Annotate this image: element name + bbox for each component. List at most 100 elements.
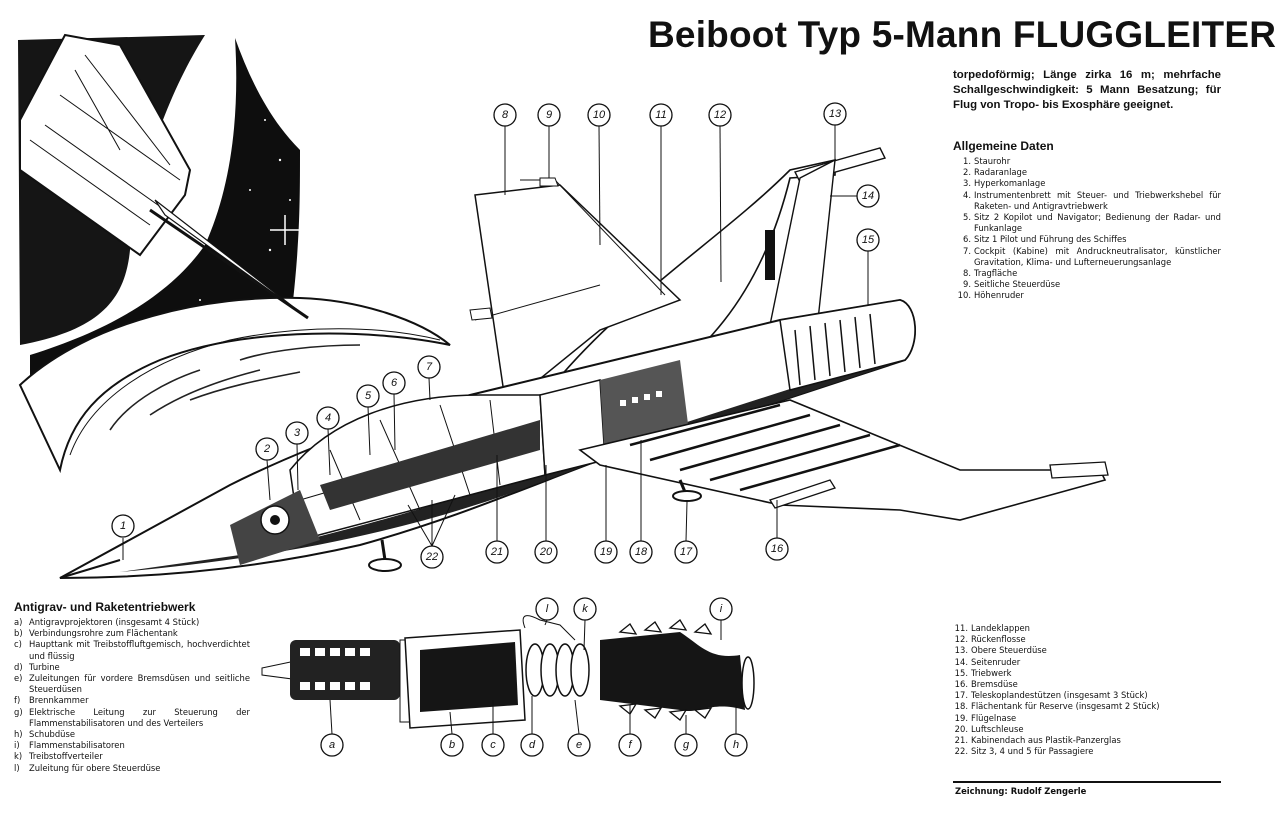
callout-16: 16	[765, 500, 789, 561]
callout-11: 11	[649, 103, 673, 295]
svg-text:f: f	[628, 739, 632, 751]
general-data-section: Allgemeine Daten 1.Staurohr 2.Radaranlag…	[953, 139, 1221, 302]
svg-text:h: h	[733, 739, 739, 751]
svg-text:3: 3	[294, 427, 301, 439]
divider-rule	[953, 781, 1221, 783]
engine-cutaway	[261, 615, 755, 729]
callout-f: f	[618, 705, 642, 757]
list-item: f)Brennkammer	[14, 695, 89, 706]
callout-a: a	[320, 699, 344, 757]
svg-text:2: 2	[263, 443, 270, 455]
svg-text:e: e	[576, 739, 582, 751]
list-item: 20.Luftschleuse	[954, 723, 1024, 734]
list-item: e)Zuleitungen für vordere Bremsdüsen und…	[14, 673, 250, 695]
mothership-hangar	[19, 33, 309, 320]
list-item: 13.Obere Steuerdüse	[954, 645, 1047, 656]
spacecraft-fuselage	[59, 147, 917, 579]
list-item: b)Verbindungsrohre zum Flächentank	[14, 628, 178, 639]
list-item: 12.Rückenflosse	[954, 634, 1026, 645]
list-item: 16.Bremsdüse	[954, 679, 1018, 690]
list-item: 4.Instrumentenbrett mit Steuer- und Trie…	[963, 189, 1221, 211]
list-item: 17.Teleskoplandestützen (insgesamt 3 Stü…	[954, 690, 1148, 701]
list-item: k)Treibstoffverteiler	[14, 751, 103, 762]
svg-text:l: l	[546, 603, 549, 615]
callout-15: 15	[856, 228, 880, 305]
engine-callouts: a b c d e f g h i k l	[320, 597, 748, 757]
callout-i: i	[709, 597, 733, 640]
svg-text:11: 11	[655, 109, 666, 121]
callout-7: 7	[417, 355, 441, 401]
callout-17: 17	[674, 501, 698, 564]
landing-gear	[368, 479, 702, 572]
list-item: 7.Cockpit (Kabine) mit Andruckneutralisa…	[963, 245, 1221, 267]
list-item: 15.Triebwerk	[954, 667, 1012, 678]
svg-text:b: b	[449, 739, 455, 751]
svg-text:13: 13	[829, 108, 842, 120]
svg-text:18: 18	[635, 546, 648, 558]
svg-text:22: 22	[425, 551, 438, 563]
list-item: c)Haupttank mit Treibstoffluftgemisch, h…	[14, 639, 250, 661]
list-item: 14.Seitenruder	[954, 656, 1021, 667]
svg-text:i: i	[720, 603, 723, 615]
callout-b: b	[440, 711, 464, 757]
callout-4: 4	[316, 406, 340, 476]
list-item: 21.Kabinendach aus Plastik-Panzerglas	[954, 735, 1121, 746]
callout-13: 13	[823, 102, 847, 160]
svg-text:12: 12	[714, 109, 726, 121]
list-item: 19.Flügelnase	[954, 712, 1017, 723]
svg-text:16: 16	[771, 543, 784, 555]
callout-14: 14	[830, 184, 880, 208]
callout-5: 5	[356, 384, 380, 456]
callout-h: h	[724, 705, 748, 757]
callout-6: 6	[382, 371, 406, 451]
svg-text:k: k	[582, 603, 588, 615]
callout-8: 8	[493, 103, 517, 195]
svg-text:9: 9	[546, 109, 552, 121]
callout-18: 18	[629, 440, 653, 564]
list-item: 9.Seitliche Steuerdüse	[963, 279, 1061, 290]
list-item: 3.Hyperkomanlage	[963, 178, 1046, 189]
svg-text:14: 14	[862, 190, 874, 202]
list-item: 6.Sitz 1 Pilot und Führung des Schiffes	[963, 234, 1127, 245]
list-item: 1.Staurohr	[963, 156, 1011, 166]
list-item: h)Schubdüse	[14, 729, 75, 740]
list-item: i)Flammenstabilisatoren	[14, 740, 125, 751]
svg-text:8: 8	[502, 109, 509, 121]
svg-text:19: 19	[600, 546, 612, 558]
callout-k: k	[573, 597, 597, 651]
svg-text:20: 20	[539, 546, 553, 558]
callout-9: 9	[537, 103, 561, 178]
list-item: 18.Flächentank für Reserve (insgesamt 2 …	[954, 701, 1160, 712]
callout-10: 10	[587, 103, 611, 246]
list-item: 11.Landeklappen	[954, 623, 1030, 633]
svg-text:a: a	[329, 739, 335, 751]
callout-21: 21	[485, 455, 509, 564]
callout-3: 3	[285, 421, 309, 491]
callout-2: 2	[255, 437, 279, 501]
callout-d: d	[520, 696, 544, 757]
callout-12: 12	[708, 103, 732, 283]
svg-text:g: g	[683, 739, 690, 751]
page-title: Beiboot Typ 5-Mann FLUGGLEITER	[648, 14, 1276, 55]
svg-text:5: 5	[365, 390, 372, 402]
svg-text:d: d	[529, 739, 536, 751]
general-data-heading: Allgemeine Daten	[953, 139, 1054, 153]
intro-description: torpedoförmig; Länge zirka 16 m; mehrfac…	[953, 69, 1221, 111]
svg-text:c: c	[490, 739, 496, 751]
svg-text:10: 10	[593, 109, 606, 121]
list-item: 2.Radaranlage	[963, 167, 1028, 178]
illustrator-credit: Zeichnung: Rudolf Zengerle	[955, 786, 1087, 796]
engine-legend-heading: Antigrav- und Raketentriebwerk	[14, 600, 196, 614]
svg-text:21: 21	[490, 546, 503, 558]
list-item: 10.Höhenruder	[957, 290, 1024, 301]
svg-text:15: 15	[862, 234, 875, 246]
list-item: 22.Sitz 3, 4 und 5 für Passagiere	[954, 746, 1094, 757]
list-item: d)Turbine	[14, 661, 60, 672]
callout-1: 1	[111, 514, 135, 560]
list-item: l)Zuleitung für obere Steuerdüse	[14, 762, 161, 773]
callout-22: 22	[407, 494, 456, 569]
engine-legend-list: a)Antigravprojektoren (insgesamt 4 Stück…	[14, 617, 250, 774]
lower-wing	[578, 399, 1109, 521]
engine-legend-section: Antigrav- und Raketentriebwerk a)Antigra…	[14, 600, 250, 774]
callout-g: g	[674, 715, 698, 757]
